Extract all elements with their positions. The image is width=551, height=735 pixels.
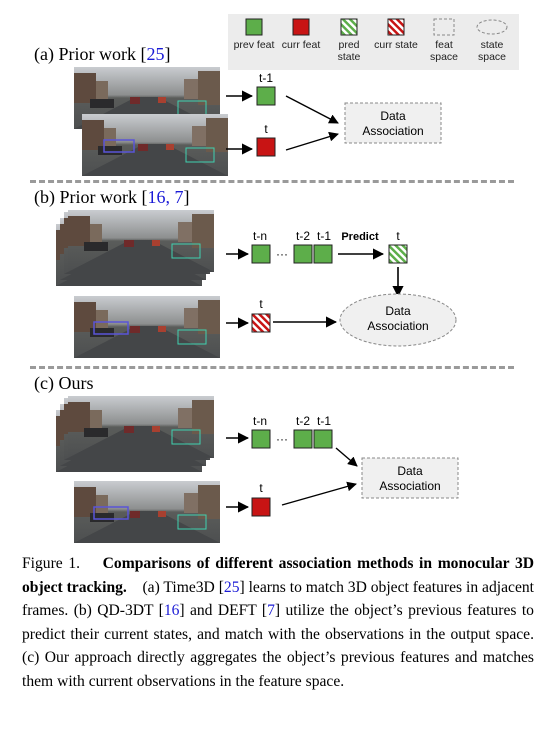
curr-state-swatch [387,18,405,36]
legend-label: prev feat [233,39,275,51]
title-text: ] [164,44,171,64]
frame-image [67,395,215,459]
prev-feat-box [256,86,276,106]
time-label: t [396,229,400,243]
prev-feat-box [251,429,271,449]
frame-image [73,480,221,544]
ellipsis: ··· [276,432,288,446]
caption-text: ] utilize the object’s previous features… [22,602,534,690]
legend-label: state space [477,39,507,63]
data-association-feat-space [361,457,459,499]
curr-feat-box [251,497,271,517]
state-space-swatch [476,19,508,35]
assoc-label: Association [367,319,428,333]
data-association-state-space [339,293,457,347]
frame-image [67,209,215,273]
caption-text: (a) Time3D [ [142,578,224,596]
time-label: t-2 [296,229,310,243]
time-label: t [264,122,268,136]
citation-link[interactable]: 16 [163,602,180,620]
assoc-label: Data [385,304,411,318]
section-a-frames [73,66,229,177]
legend-item-pred-state: pred state [327,18,371,63]
section-c-title: (c) Ours [34,373,93,394]
curr-state-box [251,313,271,333]
legend-item-prev-feat: prev feat [232,18,276,51]
title-text: (b) Prior work [ [34,187,148,207]
assoc-label: Association [379,479,440,493]
legend-label: curr state [374,39,418,51]
curr-feat-swatch [292,18,310,36]
legend-label: feat space [429,39,459,63]
legend: prev feat curr feat pred state curr stat… [228,14,519,70]
time-label: t-1 [317,229,331,243]
legend-item-curr-feat: curr feat [279,18,323,51]
prev-feat-box [293,429,313,449]
caption-text: ] learns to match 3D object features in … [22,578,534,620]
diagram-canvas: t-1 t Data Association t-n ··· t-2 t-1 P… [55,66,459,544]
section-b-title: (b) Prior work [16, 7] [34,187,189,208]
time-label: t-n [253,229,267,243]
legend-label: pred state [337,39,361,63]
prev-feat-box [293,244,313,264]
data-association-feat-space [344,102,442,144]
arrow [285,131,339,151]
arrow [335,447,358,467]
pred-state-swatch [340,18,358,36]
pred-state-box [388,244,408,264]
frame-image [81,113,229,177]
time-label: t [259,297,263,311]
time-label: t-1 [259,71,273,85]
predict-label: Predict [341,231,379,243]
caption-bold: Comparisons of different association met… [22,555,535,596]
section-c-frames [55,395,221,544]
prev-feat-box [313,244,333,264]
title-text: (c) Ours [34,373,94,393]
time-label: t [259,481,263,495]
section-divider [30,366,514,369]
figure-caption: Figure 1. Comparisons of different assoc… [22,552,534,694]
legend-item-feat-space: feat space [422,18,466,63]
frame-image [73,295,221,359]
feat-space-swatch [433,18,455,36]
citation-link[interactable]: 25 [223,578,240,596]
time-label: t-2 [296,414,310,428]
assoc-label: Data [380,109,406,123]
time-label: t-1 [317,414,331,428]
caption-text: ] and DEFT [ [179,602,268,620]
title-text: (a) Prior work [ [34,44,147,64]
arrow [281,481,357,506]
legend-label: curr feat [281,39,321,51]
assoc-label: Data [397,464,423,478]
ellipsis: ··· [276,247,288,261]
assoc-label: Association [362,124,423,138]
citation-link[interactable]: 25 [146,44,165,64]
legend-item-curr-state: curr state [374,18,418,51]
title-text: ] [183,187,190,207]
legend-item-state-space: state space [470,18,514,63]
section-a-title: (a) Prior work [25] [34,44,170,65]
prev-feat-box [251,244,271,264]
citation-link[interactable]: 7 [267,602,275,620]
prev-feat-swatch [245,18,263,36]
curr-feat-box [256,137,276,157]
time-label: t-n [253,414,267,428]
arrow [285,95,339,124]
citation-link[interactable]: 16, 7 [147,187,184,207]
section-divider [30,180,514,183]
section-b-frames [55,209,221,359]
prev-feat-box [313,429,333,449]
caption-label: Figure 1. [22,555,81,572]
